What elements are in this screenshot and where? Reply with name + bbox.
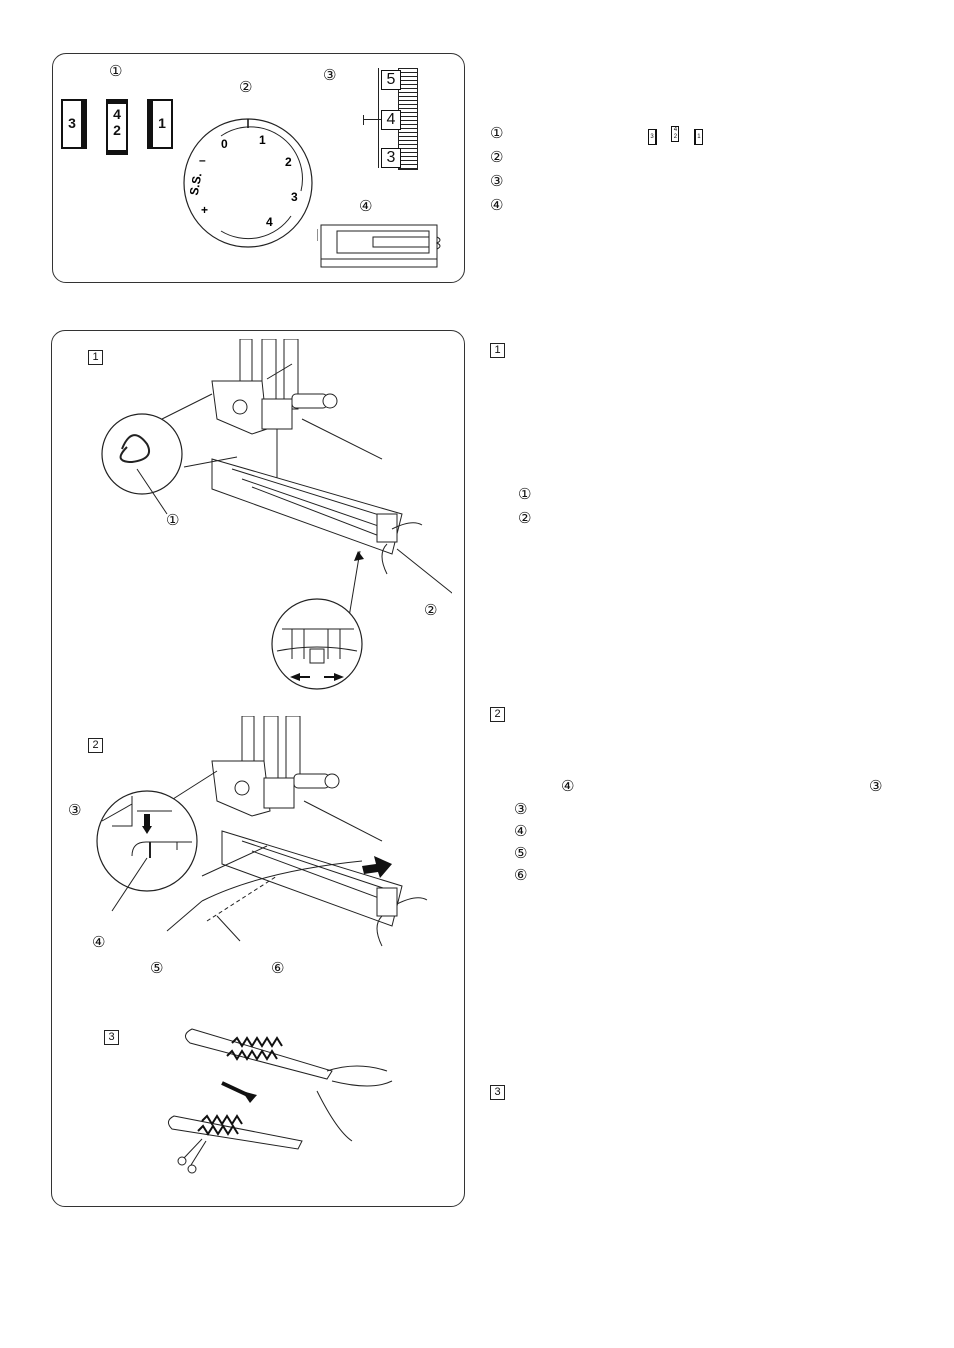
dial-label-2: 2 (285, 155, 292, 169)
pattern-icon-3: 3 (61, 99, 87, 149)
step-1-item-1: ① (518, 485, 532, 503)
dial-label-1: 1 (259, 133, 266, 147)
dial-label-3: 3 (291, 190, 298, 204)
dial-label-0: 0 (221, 137, 228, 151)
fig2-callout-5: ⑤ (150, 959, 164, 977)
stitch-length-dial: 0 1 2 3 4 + S.S. – (183, 118, 313, 248)
step-2-item-3: ③ (514, 800, 528, 818)
step-2-item-6: ⑥ (514, 866, 528, 884)
steps-panel: 1 2 3 (51, 330, 465, 1207)
pattern-icon-1: 1 (147, 99, 173, 149)
callout-2: ② (239, 78, 253, 96)
fig2-callout-4: ④ (92, 933, 106, 951)
callout-3: ③ (323, 66, 337, 84)
scale-label-3: 3 (381, 148, 401, 168)
step-2-ref-right: ③ (869, 777, 883, 795)
figure-step-3-label: 3 (104, 1030, 119, 1045)
dial-label-plus: + (201, 203, 208, 217)
figure-3-illustration (168, 1028, 393, 1174)
step-1-marker: 1 (490, 343, 505, 358)
buttonhole-scale: 5 4 3 (363, 68, 420, 170)
step-2-item-5: ⑤ (514, 844, 528, 862)
step-3-marker: 3 (490, 1085, 505, 1100)
dial-label-4: 4 (266, 215, 273, 229)
fig2-callout-6: ⑥ (271, 959, 285, 977)
legend-marker-4: ④ (490, 196, 504, 214)
fig1-callout-1: ① (166, 511, 180, 529)
legend-marker-3: ③ (490, 172, 504, 190)
step-2-marker: 2 (490, 707, 505, 722)
step-1-item-2: ② (518, 509, 532, 527)
scale-label-5: 5 (381, 70, 401, 90)
step-2-item-4: ④ (514, 822, 528, 840)
buttonhole-foot-illustration (317, 224, 441, 268)
dial-label-minus: – (199, 153, 206, 167)
pattern-icon-4-2: 4 2 (106, 99, 128, 155)
figure-1-illustration (101, 339, 452, 690)
callout-4: ④ (359, 197, 373, 215)
callout-1: ① (109, 62, 123, 80)
dial-label-ss: S.S. (187, 172, 205, 197)
legend-marker-2: ② (490, 148, 504, 166)
step-2-ref-left: ④ (561, 777, 575, 795)
fig1-callout-2: ② (424, 601, 438, 619)
legend-marker-1: ① (490, 124, 504, 142)
figure-2-illustration (96, 716, 428, 947)
scale-label-4: 4 (381, 110, 401, 130)
settings-panel: ① ② ③ ④ 3 4 2 1 0 1 2 3 4 + S.S. – 5 4 3 (52, 53, 465, 283)
figure-step-2-label: 2 (88, 738, 103, 753)
fig2-callout-3: ③ (68, 801, 82, 819)
figure-step-1-label: 1 (88, 350, 103, 365)
